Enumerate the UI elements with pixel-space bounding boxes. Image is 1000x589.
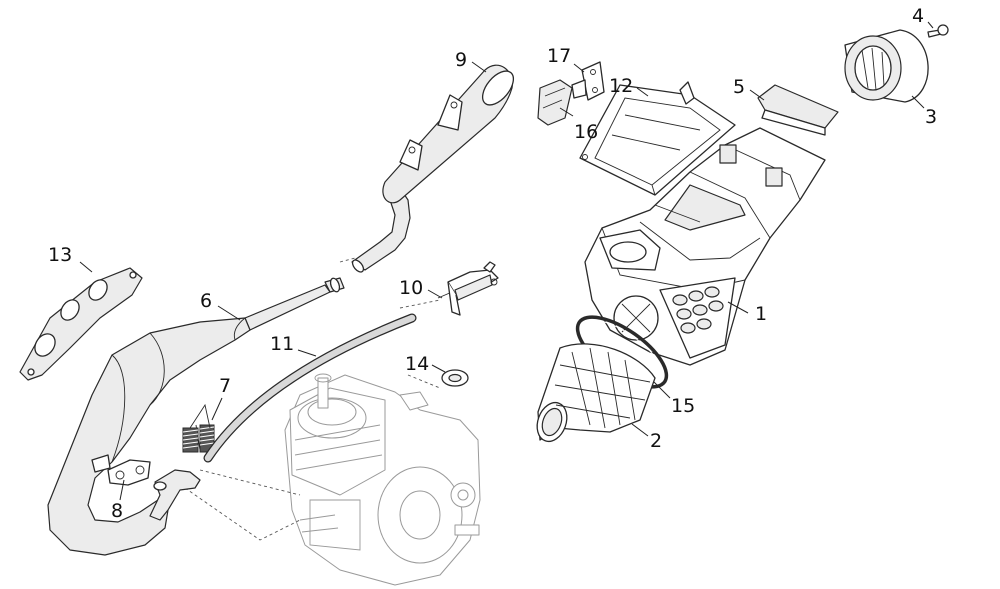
assembly-lines (184, 257, 441, 541)
airbox-housing-icon (584, 127, 826, 366)
silencer-icon (351, 64, 515, 273)
intake-boot-icon (536, 343, 656, 443)
hose-icon (203, 313, 417, 463)
filter-pad-icon (757, 84, 839, 136)
callout-16: 16 (574, 121, 598, 143)
washer-icon (441, 369, 469, 387)
bracket-icon (107, 459, 151, 486)
callout-8: 8 (111, 500, 123, 522)
callout-2: 2 (650, 430, 662, 452)
callout-3: 3 (925, 106, 937, 128)
callout-6: 6 (200, 290, 212, 312)
springs-icon (182, 403, 215, 453)
clip-plate-icon (571, 61, 605, 101)
expansion-chamber-icon (47, 277, 345, 556)
tail-pipe-icon (149, 469, 201, 521)
rubber-block-icon (537, 79, 573, 126)
engine-icon (284, 373, 481, 586)
callout-11: 11 (270, 333, 294, 355)
callout-13: 13 (48, 244, 72, 266)
heat-shield-icon (19, 267, 143, 381)
air-filter-cylinder-icon (844, 29, 929, 103)
callout-15: 15 (671, 395, 695, 417)
callout-numbers: 1 2 3 4 5 6 7 8 9 10 11 12 13 14 15 16 1… (48, 5, 937, 522)
callout-9: 9 (455, 49, 467, 71)
callout-17: 17 (547, 45, 571, 67)
callout-4: 4 (912, 5, 924, 27)
mount-bracket-icon (437, 261, 499, 316)
airbox-cover-icon (579, 81, 736, 196)
callout-5: 5 (733, 76, 745, 98)
leader-lines (79, 21, 934, 501)
callout-7: 7 (219, 375, 231, 397)
callout-14: 14 (405, 353, 429, 375)
callout-10: 10 (399, 277, 423, 299)
screw-icon (927, 24, 949, 38)
callout-1: 1 (755, 303, 767, 325)
callout-12: 12 (609, 75, 633, 97)
